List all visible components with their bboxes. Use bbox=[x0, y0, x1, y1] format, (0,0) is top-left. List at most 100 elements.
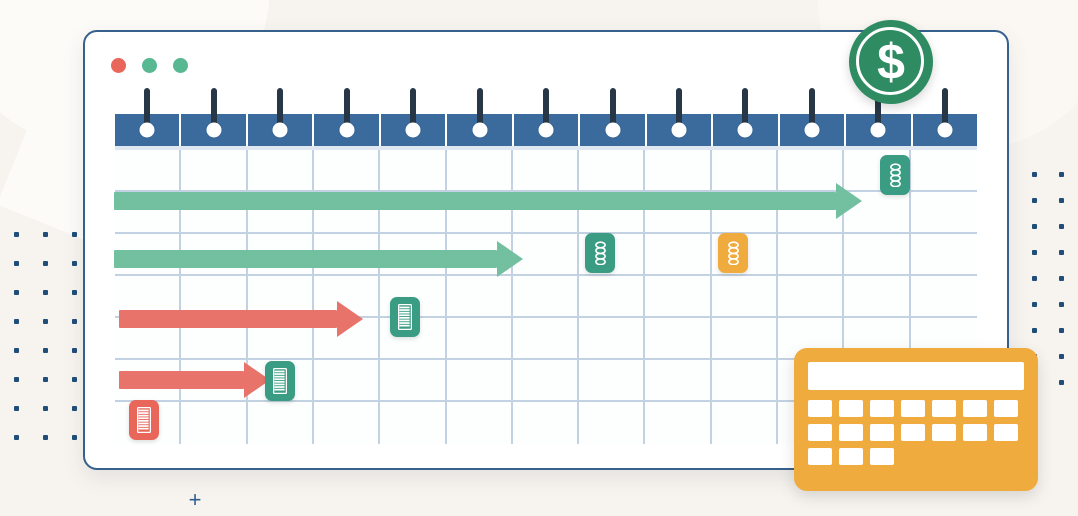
calendar-header-cell[interactable] bbox=[513, 88, 581, 146]
calculator-key[interactable] bbox=[901, 424, 925, 441]
binder-post-icon bbox=[675, 88, 682, 134]
calendar-cell[interactable] bbox=[579, 276, 646, 318]
add-tab-button[interactable]: + bbox=[188, 487, 202, 512]
calculator-key[interactable] bbox=[870, 400, 894, 417]
calendar-cell[interactable] bbox=[645, 360, 712, 402]
calendar-cell[interactable] bbox=[711, 318, 779, 360]
calendar-cell[interactable] bbox=[711, 276, 779, 318]
calendar-header-cell[interactable] bbox=[380, 88, 448, 146]
badge-ledger-red[interactable] bbox=[129, 400, 159, 440]
calendar-cell[interactable] bbox=[579, 360, 646, 402]
binder-ring-icon bbox=[538, 122, 554, 138]
calendar-cell[interactable] bbox=[181, 402, 248, 444]
calendar-cell[interactable] bbox=[512, 360, 580, 402]
badge-ledger-green-lower[interactable] bbox=[265, 361, 295, 401]
calendar-cell[interactable] bbox=[446, 360, 513, 402]
calendar-header-cell[interactable] bbox=[181, 88, 248, 146]
calendar-cell[interactable] bbox=[910, 234, 977, 276]
calendar-header-cell[interactable] bbox=[115, 88, 182, 146]
gantt-bar-4[interactable] bbox=[119, 362, 270, 398]
calculator-key[interactable] bbox=[808, 448, 832, 465]
binder-ring-icon bbox=[870, 122, 886, 138]
calculator-key[interactable] bbox=[839, 424, 863, 441]
calendar-cell[interactable] bbox=[778, 150, 845, 192]
calendar-cell[interactable] bbox=[446, 318, 513, 360]
calendar-cell[interactable] bbox=[579, 402, 646, 444]
gantt-bar-2[interactable] bbox=[114, 241, 523, 277]
window-minimize-button[interactable] bbox=[142, 58, 157, 73]
calendar-cell[interactable] bbox=[579, 150, 646, 192]
gantt-bar-3[interactable] bbox=[119, 301, 363, 337]
calendar-header-cell[interactable] bbox=[846, 88, 913, 146]
calendar-cell[interactable] bbox=[778, 234, 845, 276]
decor-dot bbox=[14, 348, 19, 353]
calendar-header-cell[interactable] bbox=[646, 88, 714, 146]
calendar-cell[interactable] bbox=[844, 276, 911, 318]
calendar-cell[interactable] bbox=[910, 192, 977, 234]
calendar-cell[interactable] bbox=[910, 150, 977, 192]
calendar-cell[interactable] bbox=[446, 402, 513, 444]
calendar-cell[interactable] bbox=[512, 402, 580, 444]
gantt-bar-1[interactable] bbox=[114, 183, 862, 219]
calculator-icon bbox=[794, 348, 1038, 491]
calendar-cell[interactable] bbox=[313, 360, 381, 402]
calculator-key-row bbox=[808, 448, 1024, 465]
calculator-key[interactable] bbox=[932, 400, 956, 417]
calendar-cell[interactable] bbox=[645, 276, 712, 318]
calendar-cell[interactable] bbox=[645, 234, 712, 276]
calculator-key[interactable] bbox=[901, 400, 925, 417]
calendar-cell[interactable] bbox=[579, 318, 646, 360]
calendar-cell[interactable] bbox=[645, 402, 712, 444]
calendar-cell[interactable] bbox=[247, 150, 314, 192]
calendar-cell[interactable] bbox=[380, 402, 447, 444]
calendar-header-cell[interactable] bbox=[447, 88, 514, 146]
calculator-key[interactable] bbox=[994, 424, 1018, 441]
calendar-cell[interactable] bbox=[512, 150, 580, 192]
window-maximize-button[interactable] bbox=[173, 58, 188, 73]
calendar-cell[interactable] bbox=[512, 276, 580, 318]
calendar-cell[interactable] bbox=[380, 150, 447, 192]
calendar-header-cell[interactable] bbox=[247, 88, 315, 146]
badge-coin-orange-mid[interactable] bbox=[718, 233, 748, 273]
calculator-key[interactable] bbox=[870, 448, 894, 465]
calendar-cell[interactable] bbox=[512, 234, 580, 276]
calendar-cell[interactable] bbox=[844, 234, 911, 276]
calculator-key[interactable] bbox=[808, 400, 832, 417]
calendar-header-cell[interactable] bbox=[713, 88, 780, 146]
calendar-cell[interactable] bbox=[380, 360, 447, 402]
badge-coin-green-mid[interactable] bbox=[585, 233, 615, 273]
calculator-key[interactable] bbox=[994, 400, 1018, 417]
calendar-cell[interactable] bbox=[446, 276, 513, 318]
calendar-cell[interactable] bbox=[512, 318, 580, 360]
calendar-cell[interactable] bbox=[711, 150, 779, 192]
binder-post-icon bbox=[476, 88, 483, 134]
calendar-cell[interactable] bbox=[645, 318, 712, 360]
calendar-header-cell[interactable] bbox=[580, 88, 647, 146]
window-close-button[interactable] bbox=[111, 58, 126, 73]
calendar-cell[interactable] bbox=[313, 402, 381, 444]
decor-dot bbox=[1059, 302, 1064, 307]
calendar-cell[interactable] bbox=[313, 150, 381, 192]
calculator-key[interactable] bbox=[870, 424, 894, 441]
calendar-cell[interactable] bbox=[645, 150, 712, 192]
calendar-cell[interactable] bbox=[247, 402, 314, 444]
calendar-header-cell[interactable] bbox=[912, 88, 978, 146]
calendar-cell[interactable] bbox=[910, 276, 977, 318]
calculator-key[interactable] bbox=[963, 424, 987, 441]
decor-dot bbox=[1032, 224, 1037, 229]
calculator-key[interactable] bbox=[839, 448, 863, 465]
calculator-key[interactable] bbox=[932, 424, 956, 441]
calendar-header-cell[interactable] bbox=[779, 88, 847, 146]
calculator-key[interactable] bbox=[839, 400, 863, 417]
calculator-key[interactable] bbox=[808, 424, 832, 441]
badge-coin-green-top[interactable] bbox=[880, 155, 910, 195]
calendar-cell[interactable] bbox=[711, 360, 779, 402]
calendar-cell[interactable] bbox=[181, 150, 248, 192]
calendar-cell[interactable] bbox=[446, 150, 513, 192]
calendar-cell[interactable] bbox=[711, 402, 779, 444]
calendar-cell[interactable] bbox=[115, 150, 182, 192]
calculator-key[interactable] bbox=[963, 400, 987, 417]
calendar-cell[interactable] bbox=[778, 276, 845, 318]
calendar-header-cell[interactable] bbox=[314, 88, 381, 146]
badge-ledger-green-upper[interactable] bbox=[390, 297, 420, 337]
